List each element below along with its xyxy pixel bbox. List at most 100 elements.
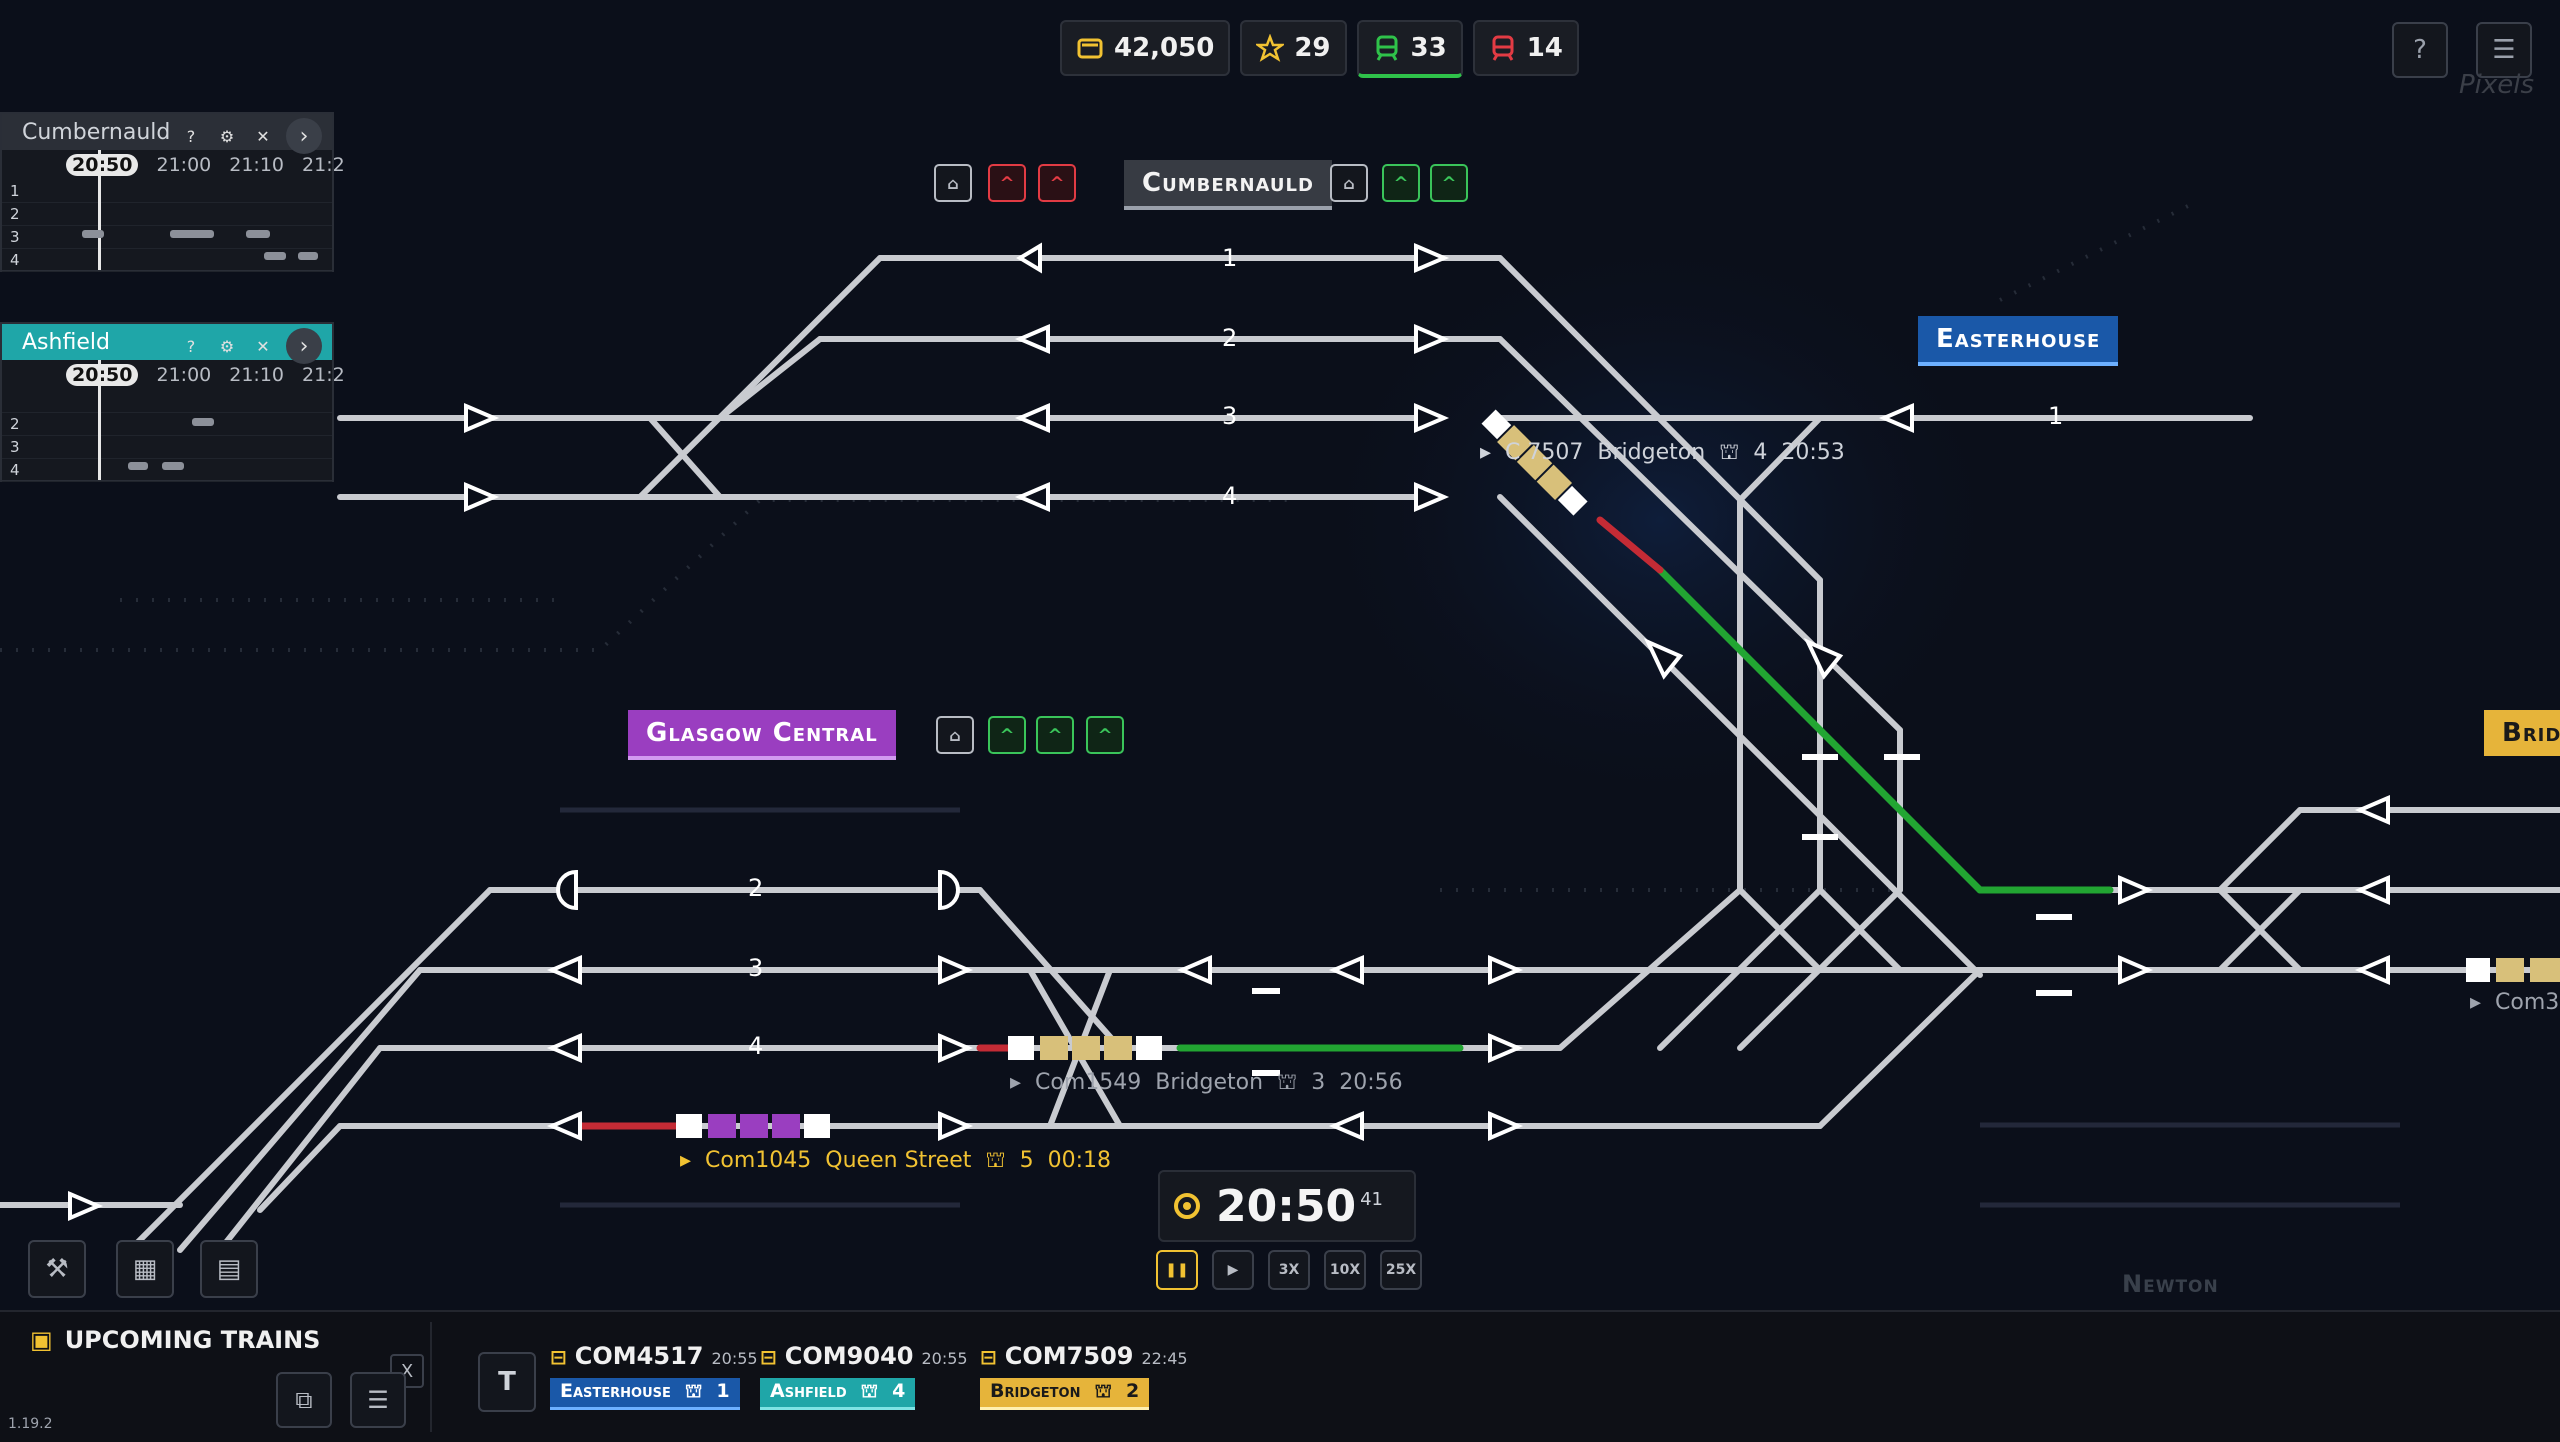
timetable-cumbernauld[interactable]: Cumbernauld ? ⚙ ✕ › 20:50 21:00 21:10 21… (0, 112, 345, 272)
switch-markers[interactable] (1252, 754, 2072, 1076)
platform-icon: ⛫ (1094, 1380, 1112, 1402)
timetable-header: Ashfield ? ⚙ ✕ › (2, 324, 332, 364)
timetable-rows: 1 2 3 4 (2, 150, 332, 272)
notes-tool-button[interactable]: ▤ (200, 1240, 258, 1298)
platform-icon: ⛫ (985, 1148, 1006, 1173)
platform-number: 4 (1222, 482, 1238, 510)
help-button[interactable]: ? (2392, 22, 2448, 78)
train-time: 20:53 (1781, 440, 1845, 465)
train-tag-1549[interactable]: ▸ Com1549 Bridgeton ⛫ 3 20:56 (1010, 1070, 1403, 1098)
train-com1045[interactable] (676, 1114, 830, 1138)
train-tag-1045[interactable]: ▸ Com1045 Queen Street ⛫ 5 00:18 (680, 1148, 1111, 1176)
timetable-row: 3 (2, 226, 332, 249)
train-tag-7507[interactable]: ▸ C 7507 Bridgeton ⛫ 4 20:53 (1480, 440, 1845, 468)
upcoming-train-eta: 22:45 (1141, 1349, 1188, 1368)
trains-ontime-counter[interactable]: 33 (1356, 20, 1463, 78)
timetable-slot[interactable] (82, 230, 104, 238)
build-tool-button[interactable]: ⚒ (28, 1240, 86, 1298)
upgrade-button[interactable]: ^ (1430, 164, 1468, 202)
help-icon[interactable]: ? (186, 336, 196, 356)
upgrade-button[interactable]: ^ (1086, 716, 1124, 754)
upcoming-dest-name: Bridgeton (990, 1380, 1081, 1402)
timetable-slot[interactable] (170, 230, 214, 238)
timetable-cursor (98, 150, 101, 270)
resource-bar: 42,050 29 33 14 (1060, 20, 1579, 78)
depot-button[interactable]: ⌂ (936, 716, 974, 754)
signals[interactable] (68, 242, 2390, 1222)
t-button[interactable]: T (478, 1352, 536, 1412)
filter-button[interactable]: ☰ (350, 1372, 406, 1428)
train-icon: ⊟ (980, 1345, 997, 1369)
upgrade-button[interactable]: ^ (988, 164, 1026, 202)
train-dest: Bridgeton (1597, 440, 1706, 465)
platform-icon: ⛫ (1719, 440, 1740, 465)
timetable-slot[interactable] (128, 462, 148, 470)
train-icon: ⊟ (550, 1345, 567, 1369)
timetable-now: 20:50 (66, 154, 139, 176)
upcoming-train-1[interactable]: ⊟ COM4517 20:55 Easterhouse ⛫ 1 (550, 1342, 758, 1410)
speed-10x-button[interactable]: 10X (1324, 1250, 1366, 1290)
timetable-slot[interactable] (162, 462, 184, 470)
depot-icon: ⌂ (1343, 173, 1355, 193)
trains-late-counter[interactable]: 14 (1472, 20, 1579, 76)
menu-button[interactable]: ☰ (2476, 22, 2532, 78)
timetable-slot[interactable] (192, 418, 214, 426)
upcoming-dest-name: Easterhouse (560, 1380, 671, 1402)
clock-time: 20:50 (1216, 1180, 1357, 1232)
chevron-up-icon: ^ (999, 172, 1015, 194)
station-label-newton[interactable]: Newton (2122, 1270, 2219, 1298)
chip-tool-button[interactable]: ▦ (116, 1240, 174, 1298)
timetable-station: Ashfield (22, 329, 110, 355)
train-edge[interactable] (2466, 958, 2560, 982)
depot-button[interactable]: ⌂ (1330, 164, 1368, 202)
speed-3x-button[interactable]: 3X (1268, 1250, 1310, 1290)
upgrade-button[interactable]: ^ (1038, 164, 1076, 202)
help-icon[interactable]: ? (186, 126, 196, 146)
train-com7507[interactable] (1480, 408, 1589, 517)
gear-icon[interactable]: ⚙ (219, 336, 235, 356)
platform-number: 3 (1222, 402, 1238, 430)
timetable-slot[interactable] (264, 252, 286, 260)
pause-button[interactable]: ❚❚ (1156, 1250, 1198, 1290)
map-glow (1300, 220, 2020, 820)
upcoming-train-3[interactable]: ⊟ COM7509 22:45 Bridgeton ⛫ 2 (980, 1342, 1188, 1410)
upgrade-button[interactable]: ^ (1036, 716, 1074, 754)
close-icon[interactable]: ✕ (256, 336, 270, 356)
depot-button[interactable]: ⌂ (934, 164, 972, 202)
upcoming-train-2[interactable]: ⊟ COM9040 20:55 Ashfield ⛫ 4 (760, 1342, 968, 1410)
station-label-bridgeton[interactable]: Brid (2484, 710, 2560, 756)
timetable-cursor (98, 360, 101, 480)
chevron-up-icon: ^ (1393, 172, 1409, 194)
upcoming-train-name: COM9040 (784, 1342, 914, 1370)
train-tag-edge[interactable]: ▸ Com3 (2470, 990, 2559, 1015)
copy-button[interactable]: ⧉ (276, 1372, 332, 1428)
timetable-times: 20:50 21:00 21:10 21:2 (2, 360, 345, 390)
timetable-slot[interactable] (298, 252, 318, 260)
chevron-right-icon[interactable]: › (286, 118, 322, 154)
close-icon[interactable]: ✕ (256, 126, 270, 146)
station-label-glasgow-central[interactable]: Glasgow Central (628, 710, 896, 760)
station-label-easterhouse[interactable]: Easterhouse (1918, 316, 2119, 366)
train-com1549[interactable] (1008, 1036, 1162, 1060)
stars-counter[interactable]: 29 (1240, 20, 1347, 76)
upcoming-train-name: COM7509 (1004, 1342, 1134, 1370)
timetable-row: 2 (2, 203, 332, 226)
play-button[interactable]: ▶ (1212, 1250, 1254, 1290)
train-id: Com1045 (705, 1148, 812, 1173)
train-dest: Bridgeton (1155, 1070, 1264, 1095)
upgrade-button[interactable]: ^ (1382, 164, 1420, 202)
speed-25x-button[interactable]: 25X (1380, 1250, 1422, 1290)
upgrade-button[interactable]: ^ (988, 716, 1026, 754)
money-counter[interactable]: 42,050 (1060, 20, 1231, 76)
timetable-ashfield[interactable]: Ashfield ? ⚙ ✕ › 20:50 21:00 21:10 21:2 … (0, 322, 345, 482)
station-label-cumbernauld[interactable]: Cumbernauld (1124, 160, 1332, 210)
timetable-slot[interactable] (246, 230, 270, 238)
gear-icon[interactable]: ⚙ (219, 126, 235, 146)
chevron-up-icon: ^ (1097, 724, 1113, 746)
timetable-row: 4 (2, 459, 332, 482)
chevron-right-icon[interactable]: › (286, 328, 322, 364)
timetable-station: Cumbernauld (22, 119, 171, 145)
clock-icon (1174, 1193, 1200, 1219)
upcoming-dest-platform: 2 (1125, 1380, 1140, 1402)
